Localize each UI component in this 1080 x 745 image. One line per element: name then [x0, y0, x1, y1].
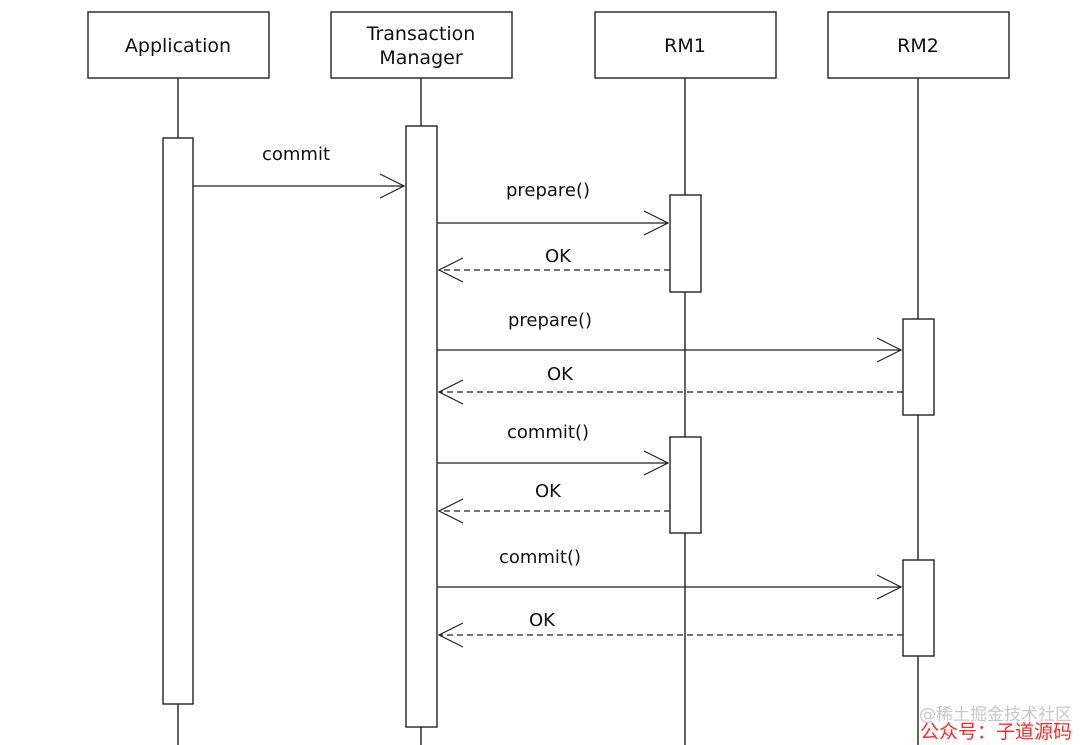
message-label: prepare() [508, 310, 592, 331]
arrowhead-open [876, 574, 903, 600]
participant-label-line2: Manager [379, 47, 462, 69]
message-label: commit [262, 144, 330, 165]
message-ok-rm1-commit: OK [437, 481, 670, 524]
arrowhead-open [379, 173, 406, 199]
arrowhead-open [876, 337, 903, 363]
arrowhead-open [437, 622, 464, 648]
participant-box [330, 11, 513, 79]
participant-label-line1: Transaction [366, 23, 476, 45]
participant-rm1: RM1 [594, 11, 777, 79]
activation-bar-rm1-prepare [669, 194, 702, 293]
participant-rm2: RM2 [827, 11, 1010, 79]
watermark-account: 公众号：子道源码 [920, 721, 1072, 743]
message-commit: commit [193, 144, 406, 199]
arrowhead-open [643, 450, 670, 476]
message-label: commit() [507, 422, 589, 443]
arrowhead-open [437, 379, 464, 405]
activation-bar-rm2-prepare [902, 318, 935, 416]
message-ok-rm1-prepare: OK [437, 246, 670, 283]
arrowhead-open [643, 210, 670, 236]
activation-bar-rm1-commit [669, 436, 702, 534]
participant-label: RM1 [664, 35, 706, 57]
participant-transaction-manager: Transaction Manager [330, 11, 513, 79]
message-prepare-rm2: prepare() [437, 310, 903, 363]
message-label: OK [545, 246, 572, 267]
participant-box [827, 11, 1010, 79]
watermark-site: @稀土掘金技术社区 [919, 705, 1072, 725]
participant-label: Application [125, 35, 231, 57]
message-commit-rm1: commit() [437, 422, 670, 476]
message-commit-rm2: commit() [437, 547, 903, 600]
arrowhead-open [437, 257, 464, 283]
message-label: commit() [499, 547, 581, 568]
message-ok-rm2-commit: OK [437, 610, 903, 648]
participant-label: RM2 [897, 35, 939, 57]
arrowhead-open [437, 498, 464, 524]
message-prepare-rm1: prepare() [437, 180, 670, 236]
message-ok-rm2-prepare: OK [437, 364, 903, 405]
participant-box [87, 11, 270, 79]
message-label: OK [547, 364, 574, 385]
activation-bar-transaction-manager [405, 125, 438, 728]
activation-bar-application [162, 137, 194, 705]
participant-box [594, 11, 777, 79]
message-label: OK [529, 610, 556, 631]
activation-bar-rm2-commit [902, 559, 935, 657]
participant-application: Application [87, 11, 270, 79]
message-label: prepare() [506, 180, 590, 201]
message-label: OK [535, 481, 562, 502]
